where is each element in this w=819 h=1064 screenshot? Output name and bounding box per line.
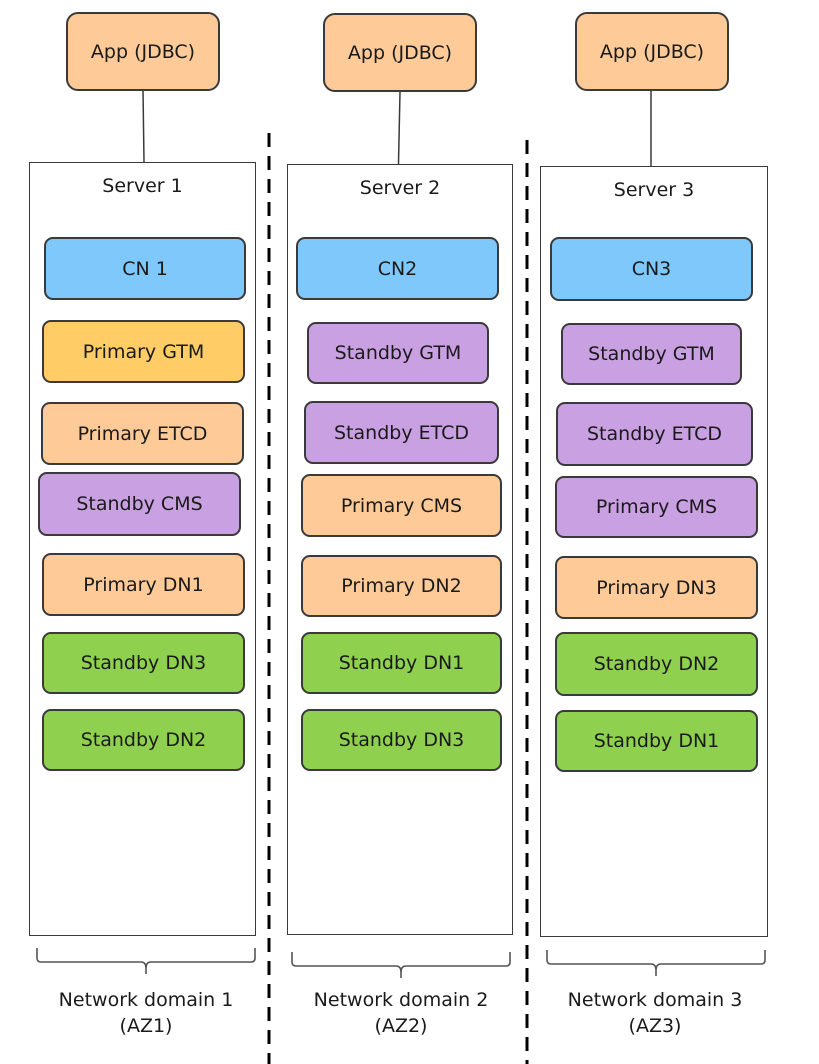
server2-standby-etcd-label: Standby ETCD [334, 421, 469, 444]
server1-primary-etcd-node: Primary ETCD [41, 402, 244, 465]
server1-standby-dn2-label: Standby DN2 [80, 729, 207, 751]
domain-brace-1 [36, 948, 256, 974]
server1-standby-dn3-label: Standby DN3 [80, 652, 207, 674]
app-jdbc-1-label: App (JDBC) [90, 40, 196, 63]
network-domain-3-label: Network domain 3 (AZ3) [540, 987, 770, 1039]
server3-standby-gtm-label: Standby GTM [588, 343, 715, 365]
server3-primary-dn3-label: Primary DN3 [596, 576, 717, 599]
server3-standby-dn2-node: Standby DN2 [555, 632, 758, 696]
cn-1-label: CN 1 [122, 257, 168, 280]
server1-primary-dn1-node: Primary DN1 [42, 553, 245, 616]
server1-primary-dn1-label: Primary DN1 [83, 573, 204, 596]
server3-primary-cms-label: Primary CMS [595, 496, 718, 518]
server2-standby-gtm-node: Standby GTM [307, 322, 489, 384]
network-domain-2-name: Network domain 2 [313, 989, 489, 1011]
app-jdbc-2-label: App (JDBC) [347, 41, 453, 64]
network-domain-1-label: Network domain 1 (AZ1) [31, 987, 261, 1039]
server1-primary-gtm-label: Primary GTM [82, 340, 205, 363]
server3-standby-etcd-label: Standby ETCD [587, 423, 722, 445]
app-jdbc-2: App (JDBC) [323, 13, 477, 92]
app-jdbc-3: App (JDBC) [575, 12, 729, 91]
network-domain-1-az: (AZ1) [119, 1015, 173, 1037]
server1-primary-etcd-label: Primary ETCD [77, 422, 208, 445]
server2-standby-dn3-node: Standby DN3 [301, 709, 502, 771]
network-domain-3-az: (AZ3) [628, 1015, 682, 1037]
server3-standby-dn1-label: Standby DN1 [593, 730, 720, 752]
server2-standby-dn1-node: Standby DN1 [301, 632, 502, 694]
server1-standby-cms-node: Standby CMS [38, 472, 241, 536]
server2-standby-dn3-label: Standby DN3 [338, 729, 465, 751]
network-domain-2-label: Network domain 2 (AZ2) [286, 987, 516, 1039]
cn-2-label: CN2 [377, 257, 418, 280]
cn-3-node: CN3 [550, 237, 753, 301]
network-domain-3-name: Network domain 3 [567, 989, 743, 1011]
server1-standby-dn3-node: Standby DN3 [42, 632, 245, 694]
server3-standby-dn2-label: Standby DN2 [593, 653, 720, 675]
server2-primary-dn2-label: Primary DN2 [341, 575, 462, 597]
server2-primary-dn2-node: Primary DN2 [301, 555, 502, 617]
server2-standby-etcd-node: Standby ETCD [304, 401, 499, 464]
server-3-title: Server 3 [613, 179, 695, 201]
server2-standby-gtm-label: Standby GTM [334, 342, 462, 364]
domain-brace-3 [546, 950, 766, 976]
server3-primary-dn3-node: Primary DN3 [555, 556, 758, 619]
domain-brace-2 [291, 952, 511, 978]
server-2-title: Server 2 [359, 177, 441, 199]
app-jdbc-3-label: App (JDBC) [599, 40, 705, 63]
network-domain-1-name: Network domain 1 [58, 989, 234, 1011]
server2-primary-cms-label: Primary CMS [340, 494, 463, 517]
server-1-title: Server 1 [102, 175, 183, 197]
server3-primary-cms-node: Primary CMS [555, 476, 758, 538]
server2-standby-dn1-label: Standby DN1 [338, 652, 465, 674]
cn-3-label: CN3 [631, 258, 672, 280]
server3-standby-dn1-node: Standby DN1 [555, 710, 758, 772]
cn-1-node: CN 1 [44, 237, 246, 300]
app-jdbc-1: App (JDBC) [66, 12, 220, 91]
server2-primary-cms-node: Primary CMS [301, 474, 502, 537]
server3-standby-etcd-node: Standby ETCD [556, 402, 753, 466]
server1-primary-gtm-node: Primary GTM [42, 320, 245, 383]
server3-standby-gtm-node: Standby GTM [561, 323, 742, 385]
server1-standby-dn2-node: Standby DN2 [42, 709, 245, 771]
network-domain-2-az: (AZ2) [374, 1015, 428, 1037]
cn-2-node: CN2 [296, 237, 499, 300]
server1-standby-cms-label: Standby CMS [76, 493, 203, 515]
